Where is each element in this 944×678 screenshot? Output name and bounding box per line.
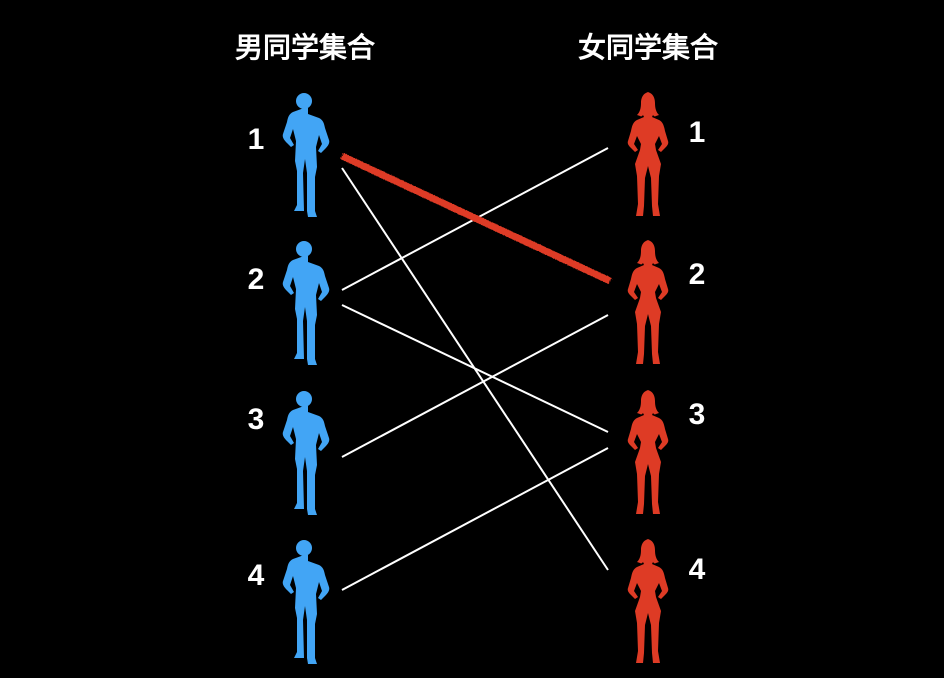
female-figure-icon-3 xyxy=(627,390,669,514)
male-set-title: 男同学集合 xyxy=(234,31,375,64)
highlight-connection-m1-f2 xyxy=(340,152,612,285)
female-label-2: 2 xyxy=(688,258,706,291)
connection-m2-f3 xyxy=(341,304,609,433)
male-figure-icon-3 xyxy=(282,391,330,515)
female-figure-icon-2 xyxy=(627,240,669,364)
female-label-4: 4 xyxy=(688,553,706,586)
connection-m3-f2 xyxy=(341,314,609,458)
male-label-3: 3 xyxy=(247,403,265,436)
female-set-title: 女同学集合 xyxy=(577,31,718,64)
male-figure-icon-2 xyxy=(282,241,330,365)
female-label-3: 3 xyxy=(688,398,706,431)
male-label-1: 1 xyxy=(247,123,265,156)
male-label-4: 4 xyxy=(247,559,265,592)
male-label-2: 2 xyxy=(247,263,265,296)
male-figure-icon-1 xyxy=(282,93,330,217)
connection-m4-f3 xyxy=(341,447,609,591)
female-figure-icon-4 xyxy=(627,539,669,663)
male-figure-icon-4 xyxy=(282,540,330,664)
female-label-1: 1 xyxy=(688,116,706,149)
female-figure-icon-1 xyxy=(627,92,669,216)
